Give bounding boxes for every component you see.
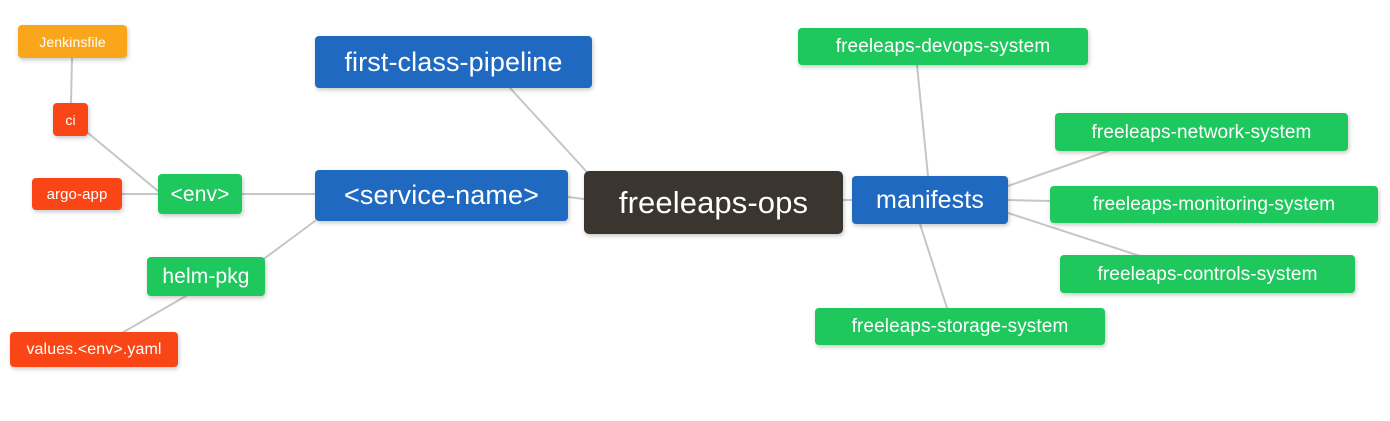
node-freeleaps-storage-system[interactable]: freeleaps-storage-system	[815, 308, 1105, 345]
node-first-class-pipeline[interactable]: first-class-pipeline	[315, 36, 592, 88]
node-env[interactable]: <env>	[158, 174, 242, 214]
node-label: freeleaps-controls-system	[1097, 263, 1318, 285]
edge-helm-pkg-to-values-env-yaml	[119, 295, 187, 335]
node-values-env-yaml[interactable]: values.<env>.yaml	[10, 332, 178, 367]
node-label: Jenkinsfile	[39, 33, 106, 50]
node-label: freeleaps-ops	[618, 185, 809, 220]
node-label: freeleaps-storage-system	[851, 316, 1069, 337]
edge-jenkinsfile-to-ci	[70, 57, 73, 104]
node-label: helm-pkg	[162, 265, 250, 288]
node-manifests[interactable]: manifests	[852, 176, 1008, 224]
node-label: freeleaps-monitoring-system	[1092, 194, 1336, 215]
node-label: <env>	[170, 182, 230, 206]
node-helm-pkg[interactable]: helm-pkg	[147, 257, 265, 296]
node-freeleaps-devops-system[interactable]: freeleaps-devops-system	[798, 28, 1088, 65]
node-label: argo-app	[46, 185, 108, 203]
node-freeleaps-monitoring-system[interactable]: freeleaps-monitoring-system	[1050, 186, 1378, 223]
node-argo-app[interactable]: argo-app	[32, 178, 122, 210]
edge-service-name-to-freeleaps-ops	[567, 196, 585, 200]
node-jenkinsfile[interactable]: Jenkinsfile	[18, 25, 127, 58]
node-freeleaps-ops[interactable]: freeleaps-ops	[584, 171, 843, 234]
node-freeleaps-controls-system[interactable]: freeleaps-controls-system	[1060, 255, 1355, 293]
edge-manifests-to-freeleaps-devops-system	[916, 64, 929, 177]
node-label: manifests	[876, 185, 984, 214]
node-label: freeleaps-devops-system	[835, 36, 1051, 57]
node-label: ci	[65, 111, 76, 128]
node-label: first-class-pipeline	[344, 46, 563, 77]
edge-service-name-to-helm-pkg	[264, 220, 316, 259]
edge-manifests-to-freeleaps-storage-system	[919, 223, 948, 309]
edge-manifests-to-freeleaps-monitoring-system	[1007, 199, 1051, 202]
node-freeleaps-network-system[interactable]: freeleaps-network-system	[1055, 113, 1348, 151]
edge-first-class-pipeline-to-freeleaps-ops	[509, 87, 587, 172]
edge-manifests-to-freeleaps-network-system	[1007, 150, 1109, 187]
node-service-name[interactable]: <service-name>	[315, 170, 568, 221]
node-label: values.<env>.yaml	[26, 340, 162, 358]
node-label: freeleaps-network-system	[1091, 121, 1312, 143]
node-ci[interactable]: ci	[53, 103, 88, 136]
node-label: <service-name>	[344, 180, 539, 210]
